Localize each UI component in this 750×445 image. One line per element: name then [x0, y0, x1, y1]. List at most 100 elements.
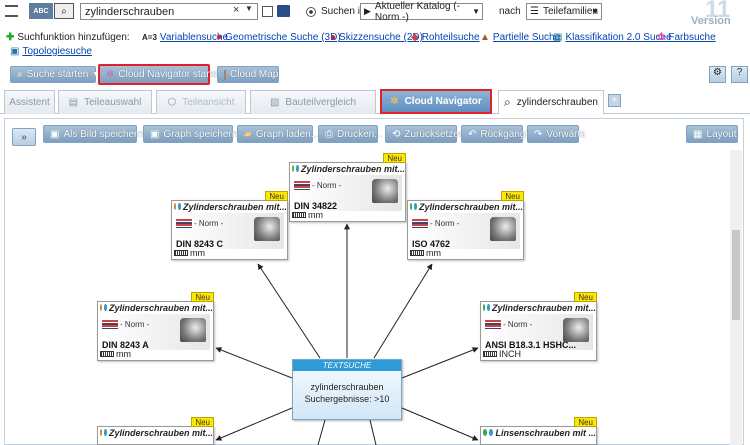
node-title: Zylinderschrauben mit... — [300, 163, 405, 174]
variable-icon: A=3 — [142, 33, 157, 42]
book-icon[interactable] — [277, 5, 290, 17]
tab-zylinderschrauben[interactable]: ⌕ zylinderschrauben — [498, 90, 604, 114]
globe-icon — [296, 165, 299, 172]
part-thumbnail — [372, 179, 398, 203]
node-unit-label: mm — [308, 210, 323, 220]
neu-badge: Neu — [265, 191, 288, 201]
ruler-icon — [100, 351, 114, 357]
settings-icon[interactable]: ⚙ — [709, 66, 726, 83]
link-rohteilsuche[interactable]: ◆Rohteilsuche — [411, 32, 480, 43]
cloud-map-button[interactable]: Cloud Map — [217, 66, 279, 83]
flag-icon — [412, 219, 428, 228]
menu-icon[interactable] — [5, 5, 18, 17]
zuruecksetzen-button[interactable]: ⟲Zurücksetzen — [385, 125, 464, 143]
help-icon[interactable]: ? — [731, 66, 748, 83]
category-icon — [100, 429, 103, 436]
link-farbsuche[interactable]: ✿Farbsuche — [657, 32, 716, 43]
node-unit: mm — [292, 210, 323, 220]
tab-teileansicht[interactable]: ⬡Teileansicht — [156, 90, 246, 114]
list-icon: ▤ — [68, 97, 79, 108]
tab-label: Teileauswahl — [84, 97, 142, 108]
link-topologiesuche[interactable]: ▣Topologiesuche — [10, 46, 92, 57]
cloud-navigator-starten-label: Cloud Navigator starten — [118, 69, 224, 80]
globe-icon — [178, 203, 181, 210]
chevron-down-icon: ▼ — [472, 7, 480, 16]
cloud-navigator-starten-button[interactable]: ✲ Cloud Navigator starten — [98, 64, 223, 85]
node-title: Zylinderschrauben mit... — [491, 302, 596, 313]
rueckgaengig-button[interactable]: ↶Rückgängig — [461, 125, 533, 143]
search-mode-icon[interactable]: ⌕ — [54, 3, 74, 19]
double-chevron-icon: » — [21, 131, 27, 143]
node-norm: - Norm - — [430, 219, 460, 228]
catalog-arrow-icon: ▶ — [364, 6, 371, 16]
result-node[interactable]: Neu Zylinderschrauben mit... — [97, 417, 214, 445]
tab-assistent[interactable]: Assistent — [4, 90, 55, 114]
link-partielle-suche[interactable]: ▲Partielle Suche — [480, 32, 561, 43]
flag-icon — [176, 219, 192, 228]
history-dropdown[interactable]: ▼ — [245, 4, 253, 13]
graph-laden-button[interactable]: ▰Graph laden... — [237, 125, 319, 143]
ruler-icon — [174, 250, 188, 256]
rohteil-icon: ◆ — [411, 32, 419, 43]
node-norm: - Norm - — [503, 320, 533, 329]
tab-bauteilvergleich[interactable]: ▧Bauteilvergleich — [250, 90, 376, 114]
neu-badge: Neu — [191, 292, 214, 302]
tab-label: zylinderschrauben — [516, 97, 598, 108]
result-node[interactable]: Neu Zylinderschrauben mit... - Norm -DIN… — [171, 191, 288, 260]
link-skizzensuche[interactable]: ●Skizzensuche (2D) — [330, 32, 423, 43]
tab-cloud-navigator[interactable]: ✲ Cloud Navigator — [380, 89, 492, 114]
teilefamilien-select[interactable]: ☰ Teilefamilien ▼ — [526, 3, 602, 20]
add-tab-button[interactable]: + — [608, 94, 621, 107]
vorwaerts-button[interactable]: ↷Vorwärts — [527, 125, 585, 143]
als-bild-button[interactable]: ▣Als Bild speichern... — [43, 125, 151, 143]
suchen-in-label: Suchen in — [321, 6, 366, 17]
clear-icon[interactable]: × — [233, 4, 240, 16]
checkbox[interactable] — [262, 6, 273, 17]
result-node[interactable]: Neu Zylinderschrauben mit... - Norm -ANS… — [480, 292, 597, 361]
link-klassifikation[interactable]: ▦Klassifikation 2.0 Suche — [553, 32, 672, 43]
cloud-map-label: Cloud Map — [230, 69, 279, 80]
globe-icon — [104, 429, 107, 436]
scrollbar-thumb[interactable] — [732, 230, 740, 320]
graph-speichern-label: Graph speichern... — [163, 128, 246, 140]
center-node-results: Suchergebnisse: >10 — [304, 394, 390, 404]
node-unit-label: mm — [116, 349, 131, 359]
result-node[interactable]: Neu Zylinderschrauben mit... - Norm -ISO… — [407, 191, 524, 260]
abc-toggle[interactable]: ABC — [29, 3, 53, 19]
reset-icon: ⟲ — [392, 128, 401, 140]
graph-speichern-button[interactable]: ▣Graph speichern... — [143, 125, 246, 143]
layout-button[interactable]: ▦Layout — [686, 125, 738, 143]
drucken-label: Drucken... — [337, 128, 383, 140]
partial-icon: ▲ — [480, 32, 490, 43]
catalog-select[interactable]: ▶ Aktueller Katalog (- Norm -) ▼ — [360, 1, 483, 23]
suche-starten-button[interactable]: ⌕ Suche starten ▼ — [10, 66, 100, 83]
node-title: Zylinderschrauben mit... — [418, 201, 523, 212]
graph-laden-label: Graph laden... — [255, 128, 320, 140]
tab-teileauswahl[interactable]: ▤ Teileauswahl — [58, 90, 152, 114]
link-geometrische-suche[interactable]: ●Geometrische Suche (3D) — [216, 32, 341, 43]
search-radio[interactable] — [306, 7, 316, 17]
chevron-down-icon: ▼ — [92, 71, 100, 78]
center-node-textsuche[interactable]: TEXTSUCHE zylinderschrauben Suchergebnis… — [292, 359, 402, 420]
node-norm: - Norm - — [194, 219, 224, 228]
expand-panel-button[interactable]: » — [12, 128, 36, 146]
cloud-icon: ✲ — [106, 69, 115, 80]
part-thumbnail — [563, 318, 589, 342]
result-node[interactable]: Neu Zylinderschrauben mit... - Norm -DIN… — [97, 292, 214, 361]
topology-icon: ▣ — [10, 46, 20, 57]
cloud-icon: ✲ — [390, 96, 399, 107]
drucken-button[interactable]: ⎙Drucken... — [318, 125, 383, 143]
tab-label: Cloud Navigator — [404, 96, 482, 107]
list-icon: ☰ — [530, 6, 539, 17]
scrollbar-vertical[interactable] — [730, 150, 742, 445]
search-input[interactable]: zylinderschrauben — [80, 3, 258, 20]
result-node[interactable]: Neu Linsenschrauben mit ... — [480, 417, 597, 445]
node-unit: mm — [174, 248, 205, 258]
part-thumbnail — [490, 217, 516, 241]
node-standard: ANSI B18.3.1 HSHC... — [485, 340, 577, 350]
node-unit: INCH — [483, 349, 521, 359]
result-node[interactable]: Neu Zylinderschrauben mit... - Norm -DIN… — [289, 153, 406, 222]
rueckgaengig-label: Rückgängig — [480, 128, 534, 140]
